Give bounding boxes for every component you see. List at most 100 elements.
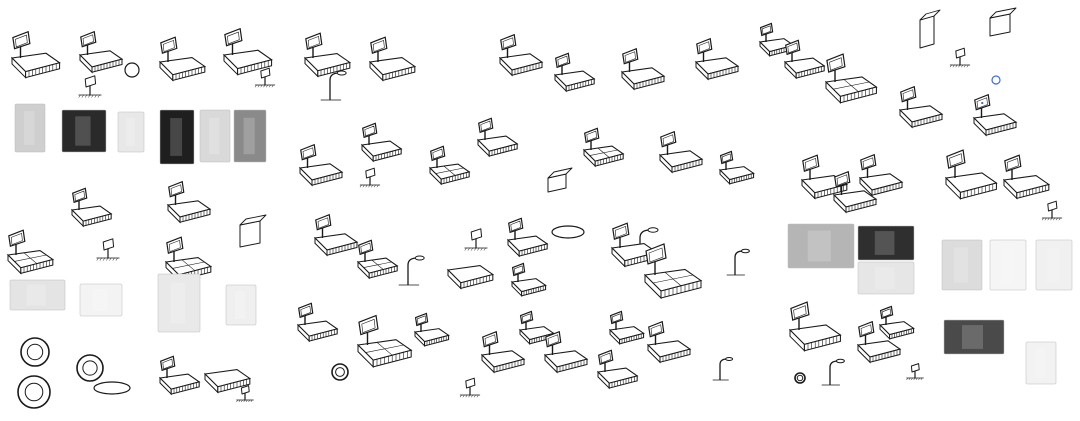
sketch-kiosk	[944, 149, 998, 200]
sketch-kiosk	[498, 33, 544, 77]
sketch-kiosk	[158, 355, 201, 396]
sketch-kiosk	[510, 262, 547, 298]
sketch-kiosk	[646, 320, 692, 364]
photo-highlight	[170, 118, 183, 156]
sketch-lamp-head	[725, 356, 734, 362]
sketch-kiosk	[543, 330, 589, 374]
sketch-knob	[124, 62, 140, 78]
sketch-ellipse	[93, 381, 131, 395]
sketch-kiosk	[296, 302, 339, 343]
photo-headset	[787, 223, 855, 269]
sketch-kiosk	[158, 36, 207, 82]
photo-printer	[9, 279, 66, 311]
sketch-disc-inner	[796, 374, 804, 382]
sketch-kiosk	[824, 53, 878, 104]
sketch-kiosk	[356, 314, 413, 369]
sketch-kiosk	[368, 36, 417, 82]
photo-white-tower	[943, 319, 1005, 355]
sketch-disc	[76, 354, 104, 382]
sketch-disc-inner	[82, 360, 98, 376]
photo-panel	[225, 284, 257, 326]
photo-hand-unit	[989, 239, 1027, 291]
sketch-lamp-head	[336, 70, 347, 76]
photo-highlight	[243, 117, 255, 155]
photo-highlight	[24, 111, 35, 145]
sketch-kiosk	[582, 127, 625, 168]
sketch-disc-inner	[26, 343, 44, 361]
sketch-kiosk	[694, 37, 740, 81]
reference-photo	[1025, 341, 1057, 385]
sketch-blue-ring	[991, 75, 1001, 85]
sketch-kiosk	[506, 217, 549, 258]
photo-device-white	[117, 111, 145, 153]
sketch-kiosk	[858, 153, 904, 197]
sketch-kiosk	[832, 170, 878, 214]
sketch-kiosk	[356, 239, 399, 280]
photo-kiosk-a	[14, 103, 46, 153]
photo-highlight	[874, 231, 895, 255]
sketch-disc	[17, 375, 51, 409]
sketch-lamp-head	[647, 227, 659, 233]
photo-robot-arm	[857, 261, 915, 295]
sketch-kiosk	[758, 22, 795, 58]
sketch-disc-inner	[24, 382, 44, 402]
photo-cylinder	[157, 273, 201, 333]
photo-highlight	[235, 291, 246, 319]
photo-highlight	[170, 282, 186, 324]
sketch-kiosk	[203, 368, 252, 394]
sketch-kiosk	[6, 229, 55, 275]
sketch-kiosk	[898, 85, 944, 129]
photo-tower-dark	[159, 109, 195, 165]
photo-highlight	[1000, 247, 1014, 283]
sketch-kiosk	[553, 52, 596, 93]
sketch-kiosk	[428, 145, 471, 186]
photo-highlight	[874, 266, 895, 290]
sketch-kiosk	[313, 213, 359, 257]
photo-product-grey	[857, 225, 915, 261]
sketch-kiosk	[608, 310, 645, 346]
sketch-disc-inner	[335, 367, 345, 377]
photo-lamp	[199, 109, 231, 163]
sketch-lamp	[829, 360, 839, 385]
sketch-kiosk	[878, 305, 915, 341]
sketch-kiosk	[658, 130, 704, 174]
sketch-lamp-head	[414, 255, 425, 261]
sketch-lamp-head	[835, 358, 845, 364]
sketch-dish	[551, 225, 585, 239]
photo-highlight	[75, 116, 91, 146]
sketch-kiosk	[446, 264, 495, 290]
photo-highlight	[125, 118, 135, 146]
sketch-lamp	[734, 250, 744, 275]
sketch-kiosk	[788, 301, 842, 352]
sketch-kiosk	[10, 30, 61, 79]
photo-highlight	[209, 117, 220, 155]
photo-highlight	[92, 288, 108, 312]
sketch-kiosk	[596, 349, 639, 390]
photo-highlight	[807, 230, 831, 262]
sketch-kiosk	[972, 93, 1018, 137]
photo-monitor	[61, 109, 107, 153]
sketch-kiosk	[413, 312, 450, 348]
sketch-kiosk	[298, 143, 344, 187]
sketch-disc	[331, 363, 349, 381]
sketch-kiosk	[1002, 154, 1051, 200]
sketch-kiosk	[303, 32, 352, 78]
photo-highlight	[1046, 247, 1060, 283]
photo-dark-device	[1035, 239, 1073, 291]
sketch-kiosk	[360, 122, 403, 163]
sketch-kiosk	[856, 320, 902, 364]
photo-highlight	[962, 325, 983, 349]
sketch-disc	[794, 372, 806, 384]
sketch-kiosk	[222, 27, 273, 76]
sketch-kiosk	[718, 150, 755, 186]
photo-stylus	[941, 239, 983, 291]
photo-stand	[233, 109, 267, 163]
photo-box-white	[79, 283, 123, 317]
sketch-lamp	[329, 72, 340, 100]
sketch-kiosk	[783, 39, 826, 80]
photo-highlight	[954, 247, 968, 283]
sketch-kiosk	[166, 180, 212, 224]
sketch-kiosk	[480, 330, 526, 374]
